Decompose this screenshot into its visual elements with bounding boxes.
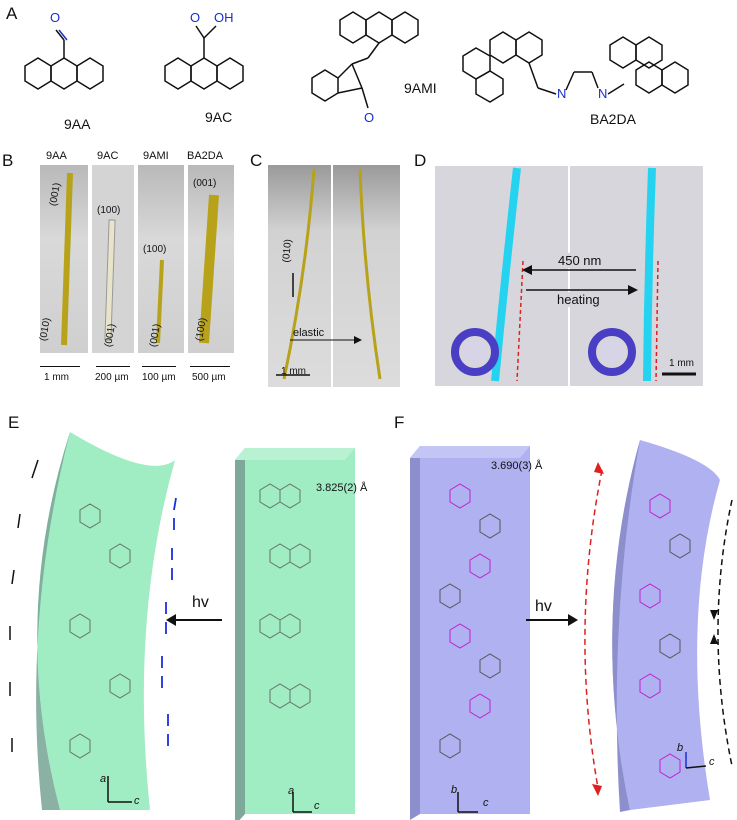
panel-f-letter: F	[394, 413, 405, 432]
molecule-9aa	[24, 29, 104, 90]
crystal-name-9ac: 9AC	[97, 150, 119, 162]
axis-b-f-right: b	[677, 742, 684, 754]
label-450nm: 450 nm	[556, 253, 604, 268]
photo-elastic-crystal	[268, 165, 400, 387]
molecule-9ac	[164, 25, 244, 90]
panel-c-letter: C	[250, 151, 263, 170]
label-ba2da: BA2DA	[590, 111, 636, 127]
molecule-9ami	[311, 11, 419, 109]
photo-ba2da	[188, 165, 234, 353]
scale-9ac: 200 µm	[95, 372, 129, 383]
axis-c-e-right: c	[314, 800, 320, 812]
photo-9ac	[92, 165, 134, 353]
photo-cyan-left	[435, 166, 568, 386]
distance-f: 3.690(3) Å	[491, 460, 543, 472]
axis-c-e: c	[134, 795, 140, 807]
crystal-name-9ami: 9AMI	[143, 150, 169, 162]
panel-a-letter: A	[6, 4, 18, 23]
hv-label-f: hv	[535, 598, 552, 615]
panel-e-graphic	[9, 432, 355, 820]
face-c: (010)	[281, 238, 294, 263]
d-arrows	[522, 265, 638, 295]
axis-a-e-right: a	[288, 785, 295, 797]
panel-a-structures: O O OH O N	[24, 10, 689, 125]
label-9aa: 9AA	[64, 116, 91, 132]
scale-bar-9ami	[142, 366, 176, 367]
ba2da-nitrogen-label-2: N	[598, 86, 607, 101]
crystal-name-ba2da: BA2DA	[187, 150, 224, 162]
axis-c-f: c	[483, 797, 489, 809]
panel-e-letter: E	[8, 413, 20, 432]
9ami-oxygen-label: O	[364, 110, 374, 125]
panel-f-graphic	[410, 440, 733, 820]
axis-a-e: a	[100, 773, 107, 785]
label-heating: heating	[555, 292, 602, 307]
ba2da-nitrogen-label-1: N	[557, 86, 566, 101]
9aa-oxygen-label: O	[50, 10, 60, 25]
scale-9aa: 1 mm	[44, 372, 69, 383]
face-9ami-1: (100)	[143, 244, 167, 255]
scale-d: 1 mm	[669, 358, 694, 369]
scale-bar-9ac	[96, 366, 130, 367]
photo-cyan-right	[570, 166, 703, 386]
scale-9ami: 100 µm	[142, 372, 176, 383]
axis-b-f: b	[451, 784, 458, 796]
9ac-hydroxyl-label: OH	[214, 10, 234, 25]
face-9ac-1: (100)	[97, 205, 121, 216]
scale-ba2da: 500 µm	[192, 372, 226, 383]
crystal-name-9aa: 9AA	[46, 150, 67, 162]
molecule-ba2da	[462, 31, 689, 103]
axis-c-f-right: c	[709, 756, 715, 768]
panel-d-letter: D	[414, 151, 427, 170]
photo-9ami	[138, 165, 184, 353]
photo-9aa	[40, 165, 88, 353]
scale-bar-ba2da	[190, 366, 230, 367]
face-ba2da-1: (001)	[193, 178, 217, 189]
9ac-oxygen-label: O	[190, 10, 200, 25]
scale-bar-9aa	[40, 366, 80, 367]
label-9ami: 9AMI	[404, 80, 437, 96]
distance-e: 3.825(2) Å	[316, 482, 368, 494]
label-elastic: elastic	[293, 327, 325, 339]
panel-b-letter: B	[2, 151, 14, 170]
hv-label-e: hv	[192, 594, 209, 611]
scale-c: 1 mm	[281, 366, 306, 377]
label-9ac: 9AC	[205, 109, 233, 125]
